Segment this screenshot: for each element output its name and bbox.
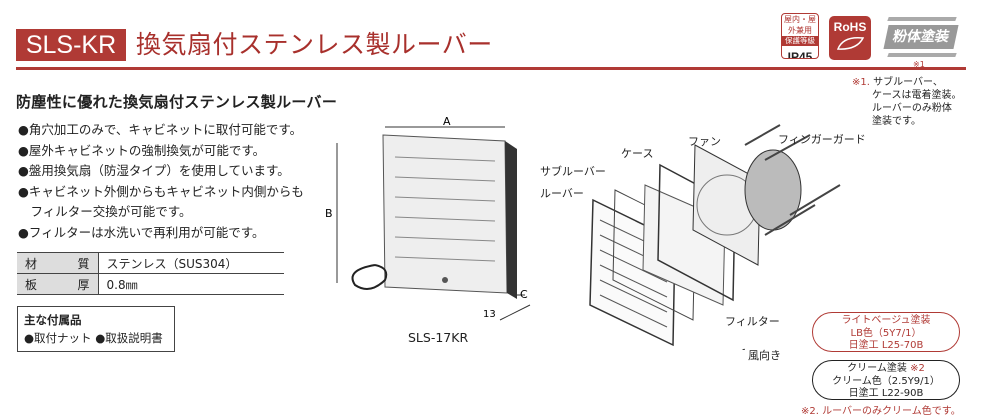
dim-a-label: A [443, 115, 451, 128]
powder-coating-badge: 粉体塗装 [883, 17, 959, 57]
footnote-2: ※2. ルーバーのみクリーム色です。 [801, 406, 961, 417]
color-name: クリーム塗装 [847, 363, 907, 374]
footnote-1: ※1. サブルーバー、 ケースは電着塗装。 ルーバーのみ粉体 塗装です。 [852, 76, 992, 128]
title-divider [16, 67, 966, 70]
label-fan: ファン [688, 135, 721, 148]
model-badge: SLS-KR [16, 29, 126, 61]
ip45-badge: 屋内・屋外兼用 保護等級 IP45 [781, 13, 819, 59]
rohs-badge: RoHS [829, 16, 871, 60]
accessories-items: ●取付ナット ●取扱説明書 [24, 331, 163, 345]
accessories-box: 主な付属品 ●取付ナット ●取扱説明書 [17, 306, 175, 352]
label-airflow: 風向き [748, 349, 781, 362]
rohs-label: RoHS [833, 20, 867, 34]
color-name: ライトベージュ塗装 [841, 315, 931, 326]
fan-part [692, 144, 761, 266]
dim-b-label: B [325, 207, 333, 220]
cable-icon [351, 264, 388, 290]
model-caption: SLS-17KR [408, 330, 469, 345]
feature-item: ●角穴加工のみで、キャビネットに取付可能です。 [18, 122, 303, 137]
feature-item: ●フィルターは水洗いで再利用が可能です。 [18, 224, 265, 240]
powder-label: 粉体塗装 [883, 25, 959, 49]
color-footnote-ref: ※2 [910, 363, 925, 374]
footnote-line: ケースは電着塗装。 [872, 90, 962, 101]
page-title: 換気扇付ステンレス製ルーバー [136, 30, 493, 59]
ip-usage: 屋内・屋外兼用 [784, 15, 816, 35]
color-standard: 日塗工 L22-90B [848, 388, 924, 399]
spec-value: 0.8㎜ [98, 273, 284, 295]
leaf-icon [836, 36, 865, 50]
footnote-line: サブルーバー、 [873, 77, 943, 88]
exploded-diagram [589, 124, 841, 350]
feature-item: ●キャビネット外側からもキャビネット内側からも [18, 183, 304, 199]
label-finger-guard: フィンガーガード [778, 133, 866, 146]
color-code: LB色（5Y7/1） [850, 327, 922, 339]
screw-icon [442, 277, 448, 283]
label-sub-louver: サブルーバー [540, 165, 606, 178]
product-drawing: A B C 13 [325, 115, 531, 321]
footnote-line: 塗装です。 [872, 116, 921, 127]
footnote-mark: ※1. [852, 77, 870, 88]
powder-footnote-ref: ※1 [913, 60, 925, 69]
ip-rating: IP45 [787, 50, 813, 59]
label-filter: フィルター [725, 315, 780, 328]
spec-value: ステンレス（SUS304） [98, 252, 284, 274]
color-code: クリーム色（2.5Y9/1） [832, 375, 940, 387]
dim-13-label: 13 [483, 309, 496, 320]
label-case: ケース [621, 147, 654, 160]
accessories-title: 主な付属品 [24, 313, 82, 327]
color-standard: 日塗工 L25-70B [848, 340, 924, 351]
feature-list: ●角穴加工のみで、キャビネットに取付可能です。 ●屋外キャビネットの強制換気が可… [18, 120, 304, 243]
spec-label: 板厚 [17, 273, 99, 295]
spec-label: 材質 [17, 252, 99, 274]
dim-c-label: C [520, 288, 528, 301]
color-option-light-beige: ライトベージュ塗装 LB色（5Y7/1） 日塗工 L25-70B [812, 312, 960, 352]
subtitle: 防塵性に優れた換気扇付ステンレス製ルーバー [16, 93, 338, 111]
label-louver: ルーバー [540, 187, 584, 200]
footnote-line: ルーバーのみ粉体 [872, 103, 952, 114]
table-row: 材質ステンレス（SUS304） [17, 252, 284, 274]
feature-item: フィルター交換が可能です。 [18, 204, 192, 219]
color-option-cream: クリーム塗装 ※2 クリーム色（2.5Y9/1） 日塗工 L22-90B [812, 360, 960, 400]
ip-protection: 保護等級 [782, 36, 818, 46]
feature-item: ●盤用換気扇（防湿タイプ）を使用しています。 [18, 163, 290, 178]
louver-side [505, 141, 517, 299]
feature-item: ●屋外キャビネットの強制換気が可能です。 [18, 142, 266, 158]
